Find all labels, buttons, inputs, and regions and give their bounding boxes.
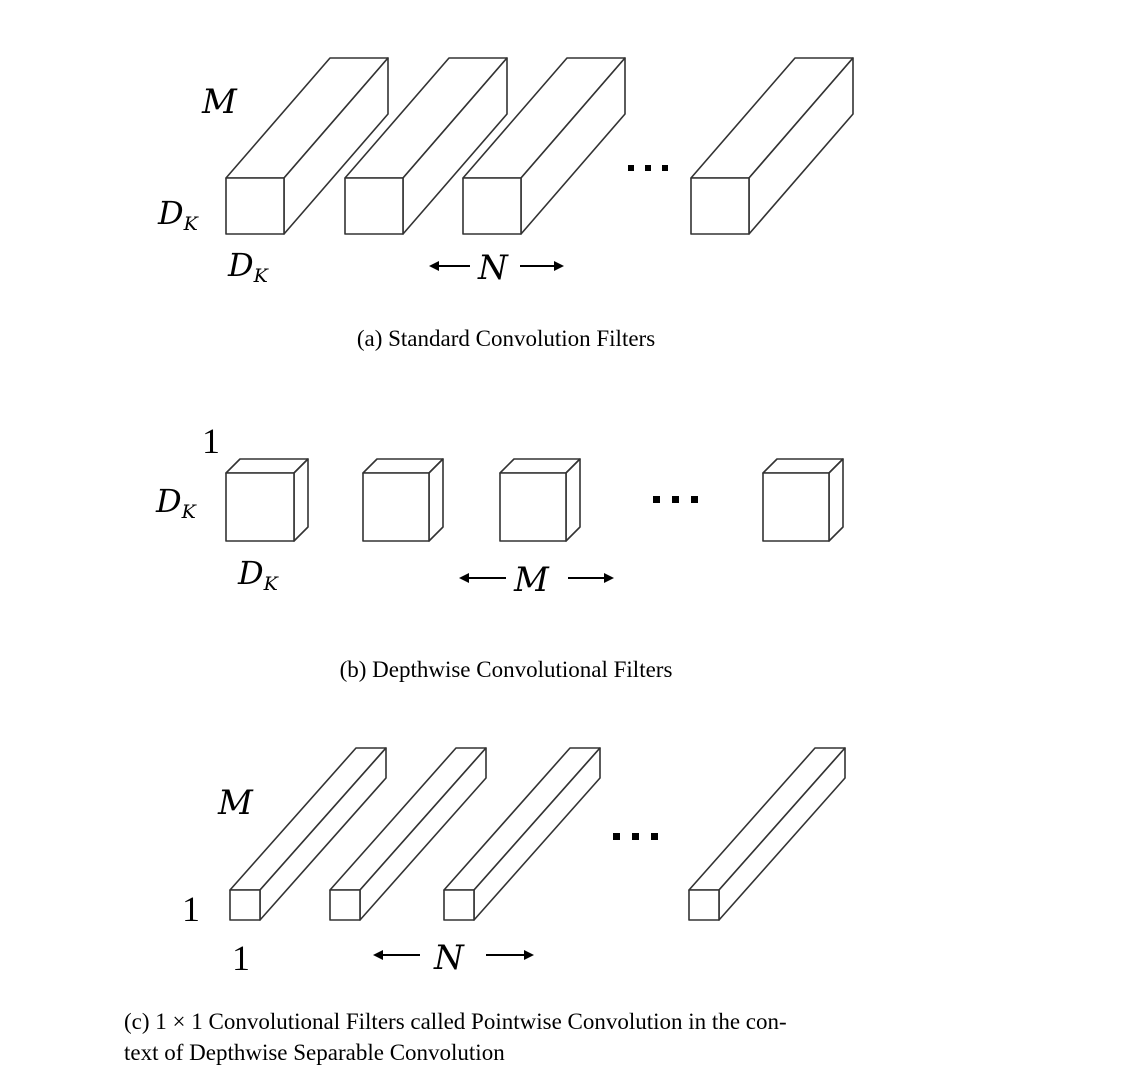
panel-a-width-label: DK (227, 246, 270, 287)
panel-c-count-label: N (433, 938, 465, 978)
panel-a-height-label: DK (157, 194, 200, 235)
filter-box-a-3 (462, 57, 626, 235)
panel-c-left-arrow (373, 950, 420, 960)
panel-c-depth-label: M (217, 783, 254, 823)
filter-rod-c-1 (229, 747, 387, 921)
panel-a-standard-convolution: M DK DK N (a) Standard Convolution Filte… (157, 57, 854, 351)
filter-box-a-2 (344, 57, 508, 235)
panel-b-right-arrow (568, 573, 614, 583)
panel-b-ellipsis (653, 496, 698, 503)
filter-rod-c-3 (443, 747, 601, 921)
panel-a-right-arrow (520, 261, 564, 271)
filter-cube-b-1 (225, 458, 309, 542)
panel-a-left-arrow (429, 261, 470, 271)
filter-cube-b-3 (499, 458, 581, 542)
panel-b-depth-label: 1 (202, 421, 220, 461)
filter-cube-b-2 (362, 458, 444, 542)
panel-c-caption-line-2: text of Depthwise Separable Convolution (124, 1040, 505, 1065)
filter-rod-c-2 (329, 747, 487, 921)
panel-c-right-arrow (486, 950, 534, 960)
panel-b-count-label: M (513, 560, 550, 600)
filter-cube-b-4 (762, 458, 844, 542)
panel-c-ellipsis (613, 833, 658, 840)
panel-b-width-label: DK (237, 554, 280, 595)
panel-b-height-label: DK (155, 482, 198, 523)
panel-a-depth-label: M (201, 82, 238, 122)
panel-c-caption-line-1: (c) 1 × 1 Convolutional Filters called P… (124, 1009, 787, 1034)
panel-a-ellipsis (628, 165, 668, 171)
panel-c-pointwise-convolution: M 1 1 N (c) 1 × 1 Convolutional Filters … (124, 747, 846, 1065)
panel-c-height-label: 1 (182, 889, 200, 929)
panel-b-caption: (b) Depthwise Convolutional Filters (340, 657, 673, 682)
filter-box-a-1 (225, 57, 389, 235)
panel-b-depthwise-convolution: 1 DK DK M (b) Depthwise Convolutional Fi… (155, 421, 844, 682)
panel-a-count-label: N (477, 248, 509, 288)
filter-box-a-4 (690, 57, 854, 235)
panel-b-left-arrow (459, 573, 506, 583)
panel-c-width-label: 1 (232, 938, 250, 978)
panel-a-caption: (a) Standard Convolution Filters (357, 326, 655, 351)
filter-rod-c-4 (688, 747, 846, 921)
